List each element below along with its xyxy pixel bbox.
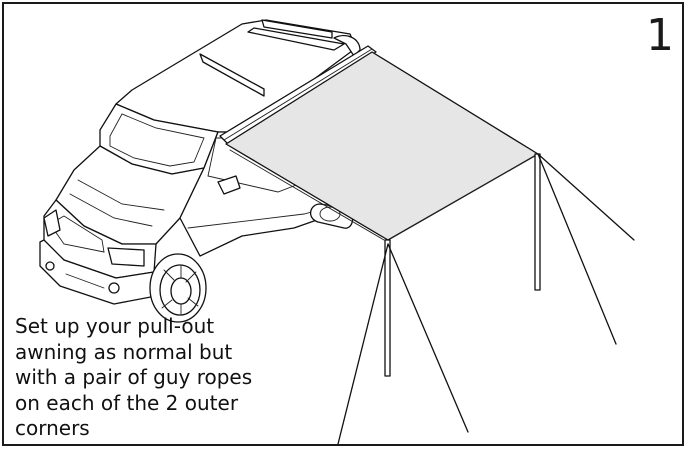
caption-line: Set up your pull-out (15, 314, 215, 338)
step-number: 1 (646, 10, 674, 61)
guy-rope-front-right (387, 243, 469, 433)
awning-poles (384, 153, 541, 377)
roof-rack-bar-rear (261, 19, 333, 39)
guy-rope-side-right (537, 153, 635, 241)
front-wheel (149, 253, 207, 323)
caption-line: on each of the 2 outer (15, 390, 239, 415)
vehicle-awning-illustration (39, 19, 635, 444)
vehicle-drawing (39, 19, 361, 323)
roof-rack-bar-mid (199, 53, 265, 97)
awning (219, 45, 539, 241)
guy-ropes (337, 153, 635, 444)
headlight-right (107, 247, 145, 267)
side-mirror (217, 175, 241, 195)
pole-side-corner (534, 153, 541, 291)
caption-line: awning as normal but (15, 339, 233, 364)
guy-rope-side-left (537, 153, 617, 345)
instruction-caption: Set up your pull-out awning as normal bu… (15, 314, 345, 442)
pole-front-corner (384, 239, 391, 377)
headlight-left (43, 209, 61, 237)
caption-line: with a pair of guy ropes (15, 365, 253, 389)
caption-line: corners (15, 416, 90, 440)
instruction-panel: 1 Set up your pull-out awning as normal … (2, 2, 684, 446)
guy-rope-front-left (337, 243, 389, 444)
